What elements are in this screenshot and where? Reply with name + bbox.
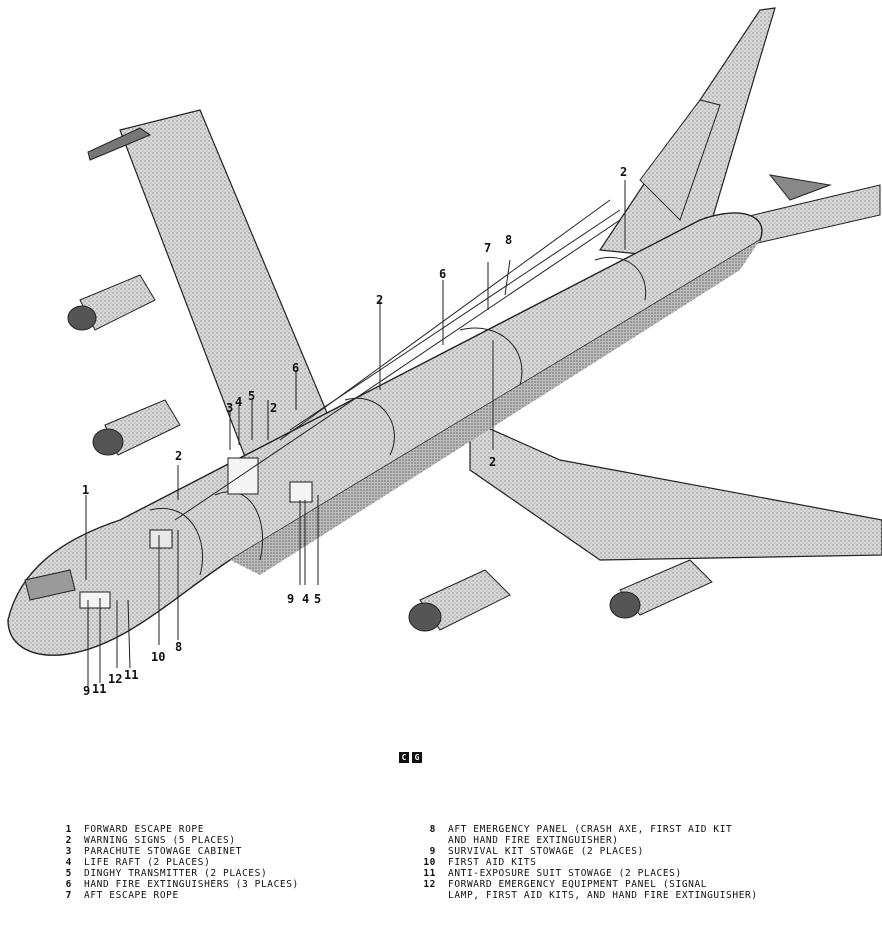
forward-emergency-panel xyxy=(79,591,111,609)
callout-2: 2 xyxy=(376,293,383,307)
callout-2: 2 xyxy=(270,401,277,415)
first-aid-kits xyxy=(149,529,173,549)
callout-6: 6 xyxy=(439,267,446,281)
callout-6: 6 xyxy=(292,361,299,375)
left-horizontal-stabilizer xyxy=(639,99,721,221)
callout-2: 2 xyxy=(175,449,182,463)
parachute-stowage-cabinet xyxy=(227,457,259,495)
cabin-frame xyxy=(459,327,523,386)
engine-nacelle-3 xyxy=(408,569,511,632)
fuselage-shadow xyxy=(230,240,760,575)
figure-code-badge: C G xyxy=(399,752,422,763)
callout-9: 9 xyxy=(83,684,90,698)
right-wing xyxy=(469,419,882,561)
left-wing-tip xyxy=(87,127,152,161)
callout-12: 12 xyxy=(108,672,122,686)
tail-cone xyxy=(768,174,832,201)
badge-letter: G xyxy=(412,752,422,763)
callout-11: 11 xyxy=(92,682,106,696)
legend-item: LAMP, FIRST AID KITS, AND HAND FIRE EXTI… xyxy=(448,890,758,901)
cockpit-windows xyxy=(24,569,76,601)
callout-1: 1 xyxy=(82,483,89,497)
callout-2: 2 xyxy=(489,455,496,469)
callout-7: 7 xyxy=(484,241,491,255)
engine-nacelle-4 xyxy=(609,559,713,619)
callout-2: 2 xyxy=(620,165,627,179)
engine-nacelle-2 xyxy=(92,399,181,456)
callout-3: 3 xyxy=(226,401,233,415)
callout-4: 4 xyxy=(302,592,309,606)
engine-nacelle-1 xyxy=(67,274,156,331)
callout-11: 11 xyxy=(124,668,138,682)
callout-4: 4 xyxy=(235,395,242,409)
cabin-frame xyxy=(214,491,264,561)
callout-10: 10 xyxy=(151,650,165,664)
callout-5: 5 xyxy=(314,592,321,606)
callout-8: 8 xyxy=(175,640,182,654)
life-raft xyxy=(289,481,313,503)
callout-9: 9 xyxy=(287,592,294,606)
callout-5: 5 xyxy=(248,389,255,403)
callout-8: 8 xyxy=(505,233,512,247)
cabin-frame xyxy=(594,256,647,301)
legend-item: AND HAND FIRE EXTINGUISHER) xyxy=(448,835,619,846)
cabin-frame xyxy=(149,508,204,576)
badge-letter: C xyxy=(399,752,409,763)
